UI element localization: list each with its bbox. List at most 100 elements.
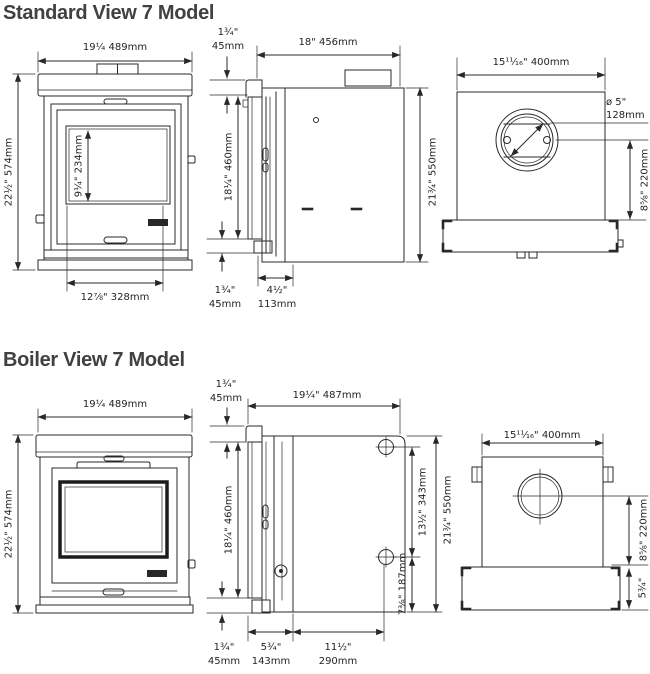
dim-boiler-top-width: 15¹¹⁄₁₆" 400mm [481,430,604,456]
lower-vent-slot [103,236,128,244]
flue-diameter-arrow [510,123,544,157]
frame-tab-left [516,251,526,259]
frame-lip [245,425,263,443]
dim-boiler-side-front-depth: 5¾" 143mm [247,613,294,667]
base [35,604,194,614]
svg-text:5¾": 5¾" [638,578,649,599]
standard-top-view: ø 5" 128mm 15¹¹⁄₁₆" 400mm 8⅝" 220mm [441,57,650,259]
svg-text:290mm: 290mm [319,656,358,667]
svg-text:18¼" 460mm: 18¼" 460mm [223,486,235,555]
stove-body [43,95,189,259]
dim-boiler-side-bottom-gap: 1¾" 45mm [206,581,253,667]
svg-text:9¼" 234mm: 9¼" 234mm [73,135,85,197]
boiler-body-side [261,435,406,613]
dim-boiler-side-body-height: 21¾" 550mm [406,435,454,613]
door-frame [51,467,178,584]
dim-standard-front-glass-height: 9¼" 234mm [73,130,92,202]
dim-standard-top-flue-offset: 8⅝" 220mm [606,140,650,221]
top-plate [37,73,193,97]
dim-boiler-side-top-gap: 1¾" 45mm [209,379,247,459]
side-knob [187,559,196,569]
air-vent-slot [103,455,125,462]
svg-text:1¾": 1¾" [216,379,237,390]
frame-lip [245,79,263,98]
svg-text:11½": 11½" [324,641,351,653]
dim-boiler-top-front-depth: 5¾" [621,568,649,611]
door-handle [262,504,269,519]
svg-text:4½": 4½" [267,284,288,296]
svg-text:12⅞" 328mm: 12⅞" 328mm [81,292,150,303]
svg-text:18¼" 460mm: 18¼" 460mm [223,133,235,202]
svg-text:7⅜" 187mm: 7⅜" 187mm [398,553,409,615]
fascia-frame [247,96,263,240]
svg-text:19¼ 489mm: 19¼ 489mm [83,41,147,53]
dim-standard-side-top-gap: 1¾" 45mm [209,27,248,114]
front-frame-plan [442,219,619,253]
svg-text:22½" 574mm: 22½" 574mm [3,490,15,559]
svg-text:5¾": 5¾" [261,642,282,653]
side-bolt [313,117,319,123]
flue-bolt-left [503,136,511,144]
svg-text:45mm: 45mm [210,393,242,404]
dim-boiler-front-height: 22½" 574mm [3,434,34,614]
svg-text:19¼ 489mm: 19¼ 489mm [83,398,147,410]
svg-text:21¾" 550mm: 21¾" 550mm [443,476,454,545]
side-knob [187,155,196,164]
door-top-tab [76,461,151,469]
svg-text:19¼" 487mm: 19¼" 487mm [293,389,362,401]
dim-standard-side-bottom-gap: 1¾" 45mm [206,221,255,310]
frame-nub [617,239,624,248]
dim-boiler-side-tapping-setback: 11½" 290mm [292,564,385,667]
standard-front-view: 19¼ 489mm 22½" 574mm 9¼" 234mm 12⅞" 328m… [3,41,196,303]
boiler-top-view: 15¹¹⁄₁₆" 400mm 8⅝" 220mm 5¾" [460,430,650,611]
front-foot [251,599,271,614]
dim-boiler-front-width: 19¼ 489mm [37,398,193,433]
body-plan [456,91,606,221]
door-latch-side [262,519,269,530]
svg-text:1¾": 1¾" [218,27,239,38]
front-frame-plan [461,566,621,611]
door-latch-side [262,162,269,173]
front-foot [253,240,273,254]
dim-standard-top-width: 15¹¹⁄₁₆" 400mm [456,57,606,91]
stove-body-side [261,87,405,263]
dim-boiler-side-lower-tapping: 7⅜" 187mm [398,553,416,615]
svg-text:45mm: 45mm [209,299,241,310]
svg-text:15¹¹⁄₁₆" 400mm: 15¹¹⁄₁₆" 400mm [504,430,581,441]
dim-standard-front-width: 19¼ 489mm [37,41,193,73]
standard-side-view: 1¾" 45mm 18" 456mm 18¼" 460mm [206,27,439,310]
dim-standard-front-height: 22½" 574mm [3,73,36,271]
dim-standard-side-front-depth: 4½" 113mm [257,255,297,310]
svg-text:1¾": 1¾" [215,285,236,296]
boiler-model-title: Boiler View 7 Model [3,349,185,371]
svg-text:1¾": 1¾" [214,642,235,653]
dim-boiler-side-frame-height: 18¼" 460mm [206,442,249,599]
brand-badge [148,219,168,226]
air-inlet [274,564,288,578]
door-handle [262,147,269,162]
svg-text:143mm: 143mm [252,656,291,667]
svg-text:21¾" 550mm: 21¾" 550mm [428,138,439,207]
standard-model-title: Standard View 7 Model [3,2,215,24]
dim-standard-front-lower-width: 12⅞" 328mm [66,205,164,303]
svg-text:8⅝" 220mm: 8⅝" 220mm [639,499,650,561]
boiler-front-view: 19¼ 489mm 22½" 574mm [3,398,196,614]
svg-text:22½" 574mm: 22½" 574mm [3,138,15,207]
dim-boiler-side-tapping-span: 13½" 343mm [393,446,429,558]
svg-text:45mm: 45mm [208,656,240,667]
dim-boiler-side-depth: 19¼" 487mm [247,389,401,435]
air-vent-slot [103,98,128,105]
fascia-frame [247,441,263,599]
svg-text:15¹¹⁄₁₆" 400mm: 15¹¹⁄₁₆" 400mm [493,57,570,68]
flue-collar-side [344,69,392,87]
base [37,259,193,271]
dim-standard-side-body-height: 21¾" 550mm [405,87,439,263]
lower-vent-slot [102,588,125,596]
svg-text:113mm: 113mm [258,299,297,310]
plinth [39,596,191,606]
flue-bolt-right [543,136,551,144]
boiler-side-view: 1¾" 45mm 19¼" 487mm 18¼" 460mm [206,379,454,667]
svg-text:13½" 343mm: 13½" 343mm [417,468,429,537]
